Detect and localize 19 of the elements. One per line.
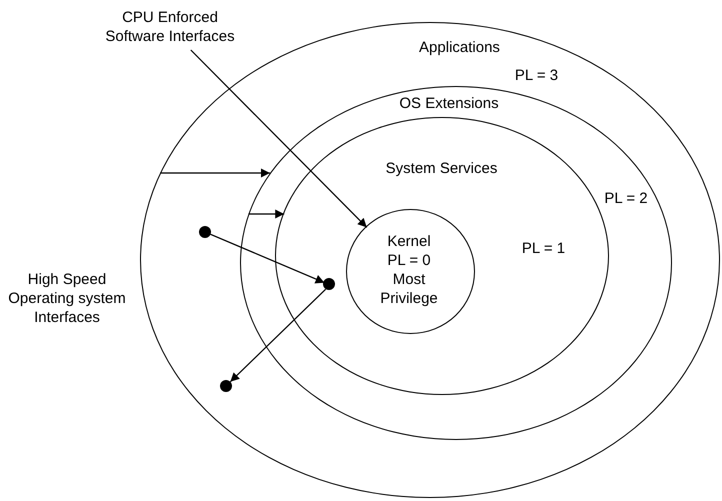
dot-marker	[198, 226, 210, 238]
interface-label: High Speed Operating system Interfaces	[7, 270, 127, 327]
ring-title: Applications	[418, 38, 501, 56]
arrow	[190, 50, 368, 228]
arrow	[230, 288, 326, 382]
interface-note: CPU Enforced Software Interfaces	[104, 8, 236, 46]
kernel-label: Kernel PL = 0 Most Privilege	[379, 232, 439, 308]
arrow	[160, 168, 270, 178]
arrow	[248, 210, 284, 218]
dot-marker	[322, 278, 334, 290]
privilege-level: PL = 3	[514, 66, 560, 84]
privilege-level: PL = 1	[520, 238, 566, 258]
kernel-ellipse	[346, 208, 474, 334]
arrow	[210, 234, 325, 284]
dot-marker	[220, 380, 232, 392]
ring-title: System Services	[384, 158, 498, 178]
privilege-ring	[240, 86, 672, 440]
ring-title: OS Extensions	[398, 94, 500, 113]
privilege-level: PL = 2	[603, 189, 649, 208]
